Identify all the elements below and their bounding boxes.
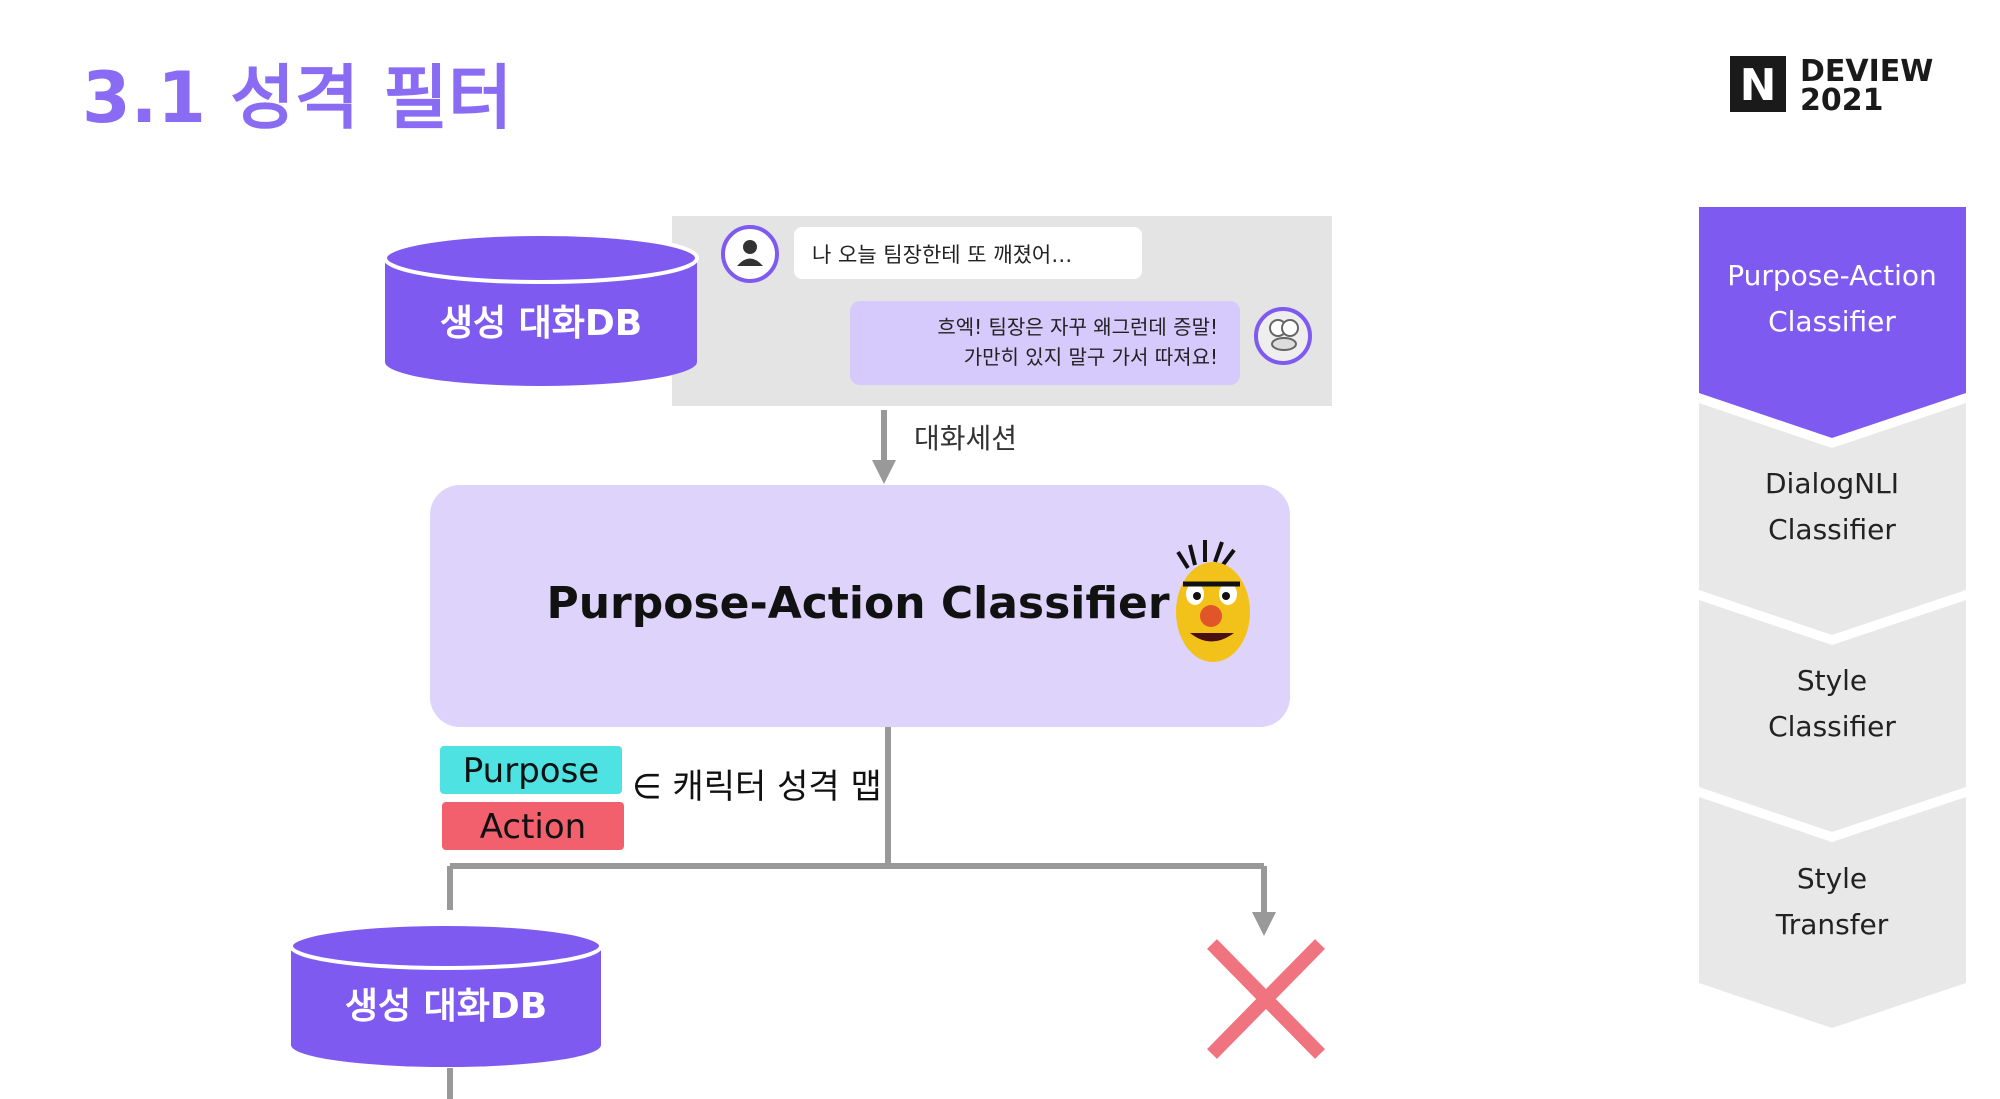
action-tag-label: Action (480, 807, 586, 847)
pipeline-step-line2: Classifier (1768, 710, 1896, 743)
db-bottom: 생성 대화DB (289, 922, 603, 1067)
naver-logo-icon (1730, 56, 1786, 112)
pipeline-step-shape (1699, 600, 1966, 832)
db-top: 생성 대화DB (383, 232, 699, 386)
chat-panel: 나 오늘 팀장한테 또 깨졌어… 흐엑! 팀장은 자꾸 왜그런데 증말! 가만히… (672, 216, 1332, 406)
db-top-label: 생성 대화DB (440, 303, 642, 344)
membership-label: ∈ 캐릭터 성격 맵 (632, 767, 882, 807)
pipeline-step-line2: Transfer (1775, 908, 1889, 941)
pipeline-step-shape (1699, 207, 1966, 438)
pipeline-step-line1: Style (1797, 664, 1867, 697)
user-message-bubble (794, 227, 1142, 279)
deview-logo: N DEVIEW 2021 (1730, 54, 1933, 118)
pipeline-step-shape (1699, 403, 1966, 635)
purpose-tag-label: Purpose (463, 751, 599, 791)
page-title: 3.1 성격 필터 (82, 57, 512, 139)
pipeline-step: Style Classifier (1699, 600, 1966, 832)
bot-avatar (1254, 307, 1312, 365)
pipeline-step-line2: Classifier (1768, 305, 1896, 338)
pipeline-step-line2: Classifier (1768, 513, 1896, 546)
brand-name: DEVIEW (1800, 54, 1933, 89)
user-message: 나 오늘 팀장한테 또 깨졌어… (812, 243, 1072, 267)
classifier-box: Purpose-Action Classifier (430, 485, 1290, 727)
pipeline-step: Purpose-Action Classifier (1699, 207, 1966, 438)
bot-message-line2: 가만히 있지 말구 가서 따져요! (964, 345, 1218, 369)
bot-character-icon (1269, 319, 1299, 351)
brand-year: 2021 (1800, 83, 1884, 118)
pipeline-step-shape (1699, 797, 1966, 1028)
pipeline-step: Style Transfer (1699, 797, 1966, 1028)
pipeline-step-line1: Style (1797, 862, 1867, 895)
pipeline-step-line1: DialogNLI (1765, 467, 1899, 500)
classifier-label: Purpose-Action Classifier (546, 578, 1169, 629)
user-avatar (721, 225, 779, 283)
db-bottom-label: 생성 대화DB (345, 986, 547, 1027)
action-tag (442, 802, 624, 850)
bot-message-line1: 흐엑! 팀장은 자꾸 왜그런데 증말! (937, 315, 1218, 339)
bot-message-bubble (850, 301, 1240, 385)
bert-character-icon (1176, 540, 1250, 662)
pipeline-steps: Purpose-Action Classifier DialogNLI Clas… (1699, 207, 1966, 1028)
pipeline-step: DialogNLI Classifier (1699, 403, 1966, 635)
session-label: 대화세션 (914, 422, 1017, 455)
logo-letter: N (1740, 60, 1777, 111)
reject-x-icon (1207, 939, 1325, 1059)
pipeline-step-line1: Purpose-Action (1727, 259, 1937, 292)
purpose-tag (440, 746, 622, 794)
branch-connectors (447, 727, 1276, 1099)
user-icon (737, 240, 763, 266)
